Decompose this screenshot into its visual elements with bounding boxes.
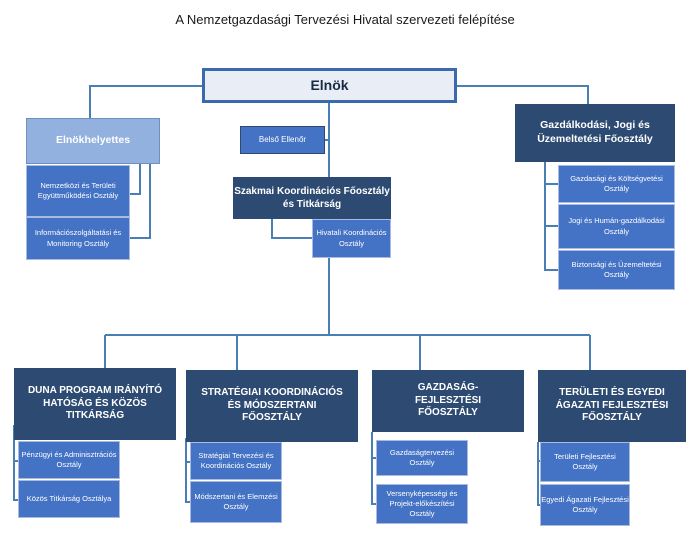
strategiai-child-1: Stratégiai Tervezési és Koordinációs Osz… bbox=[190, 442, 282, 480]
gazdalkodasi-child-2: Jogi és Humán-gazdálkodási Osztály bbox=[558, 204, 675, 249]
duna-child-2: Közös Titkárság Osztálya bbox=[18, 480, 120, 518]
elnokhelyettes-child-1: Nemzetközi és Területi Együttműködési Os… bbox=[26, 165, 130, 217]
connector-eh-child1 bbox=[130, 160, 141, 195]
connector-elnok-right bbox=[457, 85, 589, 104]
strategiai-child-2: Módszertani és Elemzési Osztály bbox=[190, 481, 282, 523]
elnok-box: Elnök bbox=[202, 68, 457, 103]
elnok-label: Elnök bbox=[310, 77, 349, 94]
connector-eh-child2 bbox=[130, 160, 151, 239]
szakmai-child-1: Hivatali Koordinációs Osztály bbox=[312, 219, 391, 258]
elnokhelyettes-box: Elnökhelyettes bbox=[26, 118, 160, 164]
strategiai-box: STRATÉGIAI KOORDINÁCIÓS ÉS MÓDSZERTANI F… bbox=[186, 370, 358, 442]
szakmai-koordinacios-box: Szakmai Koordinációs Főosztály és Titkár… bbox=[233, 177, 391, 219]
teruleti-child-2: Egyedi Ágazati Fejlesztési Osztály bbox=[540, 484, 630, 526]
connector-gjf-child1 bbox=[544, 162, 558, 185]
connector-strat-child2 bbox=[185, 462, 190, 503]
gazdasagfejlesztesi-child-2: Versenyképességi és Projekt-előkészítési… bbox=[376, 484, 468, 524]
connector-gjf-child3 bbox=[544, 226, 558, 271]
gazdalkodasi-child-3: Biztonsági és Üzemeltetési Osztály bbox=[558, 250, 675, 290]
connector-szakmai-child bbox=[271, 219, 312, 239]
connector-to-ellenor bbox=[325, 138, 330, 141]
gazdalkodasi-child-1: Gazdasági és Költségvetési Osztály bbox=[558, 165, 675, 203]
gazdasagfejlesztesi-child-1: Gazdaságtervezési Osztály bbox=[376, 440, 468, 476]
connector-elnok-left bbox=[89, 85, 202, 118]
teruleti-child-1: Területi Fejlesztési Osztály bbox=[540, 442, 630, 482]
belso-ellenor-box: Belső Ellenőr bbox=[240, 126, 325, 154]
page-title: A Nemzetgazdasági Tervezési Hivatal szer… bbox=[175, 12, 515, 27]
duna-program-box: DUNA PROGRAM IRÁNYÍTÓ HATÓSÁG ÉS KÖZÖS T… bbox=[14, 368, 176, 440]
connector-duna-child2 bbox=[13, 461, 18, 501]
connector-gjf-child2 bbox=[544, 184, 558, 227]
gazdalkodasi-box: Gazdálkodási, Jogi és Üzemeltetési Főosz… bbox=[515, 104, 675, 162]
teruleti-box: TERÜLETI ÉS EGYEDI ÁGAZATI FEJLESZTÉSI F… bbox=[538, 370, 686, 442]
elnokhelyettes-child-2: Információszolgáltatási és Monitoring Os… bbox=[26, 217, 130, 260]
duna-child-1: Pénzügyi és Adminisztrációs Osztály bbox=[18, 441, 120, 479]
gazdasagfejlesztesi-box: GAZDASÁG-FEJLESZTÉSI FŐOSZTÁLY bbox=[372, 370, 524, 432]
connector-gf-child2 bbox=[371, 458, 376, 505]
elnokhelyettes-label: Elnökhelyettes bbox=[55, 134, 131, 147]
connector-ter-child2 bbox=[537, 461, 540, 506]
